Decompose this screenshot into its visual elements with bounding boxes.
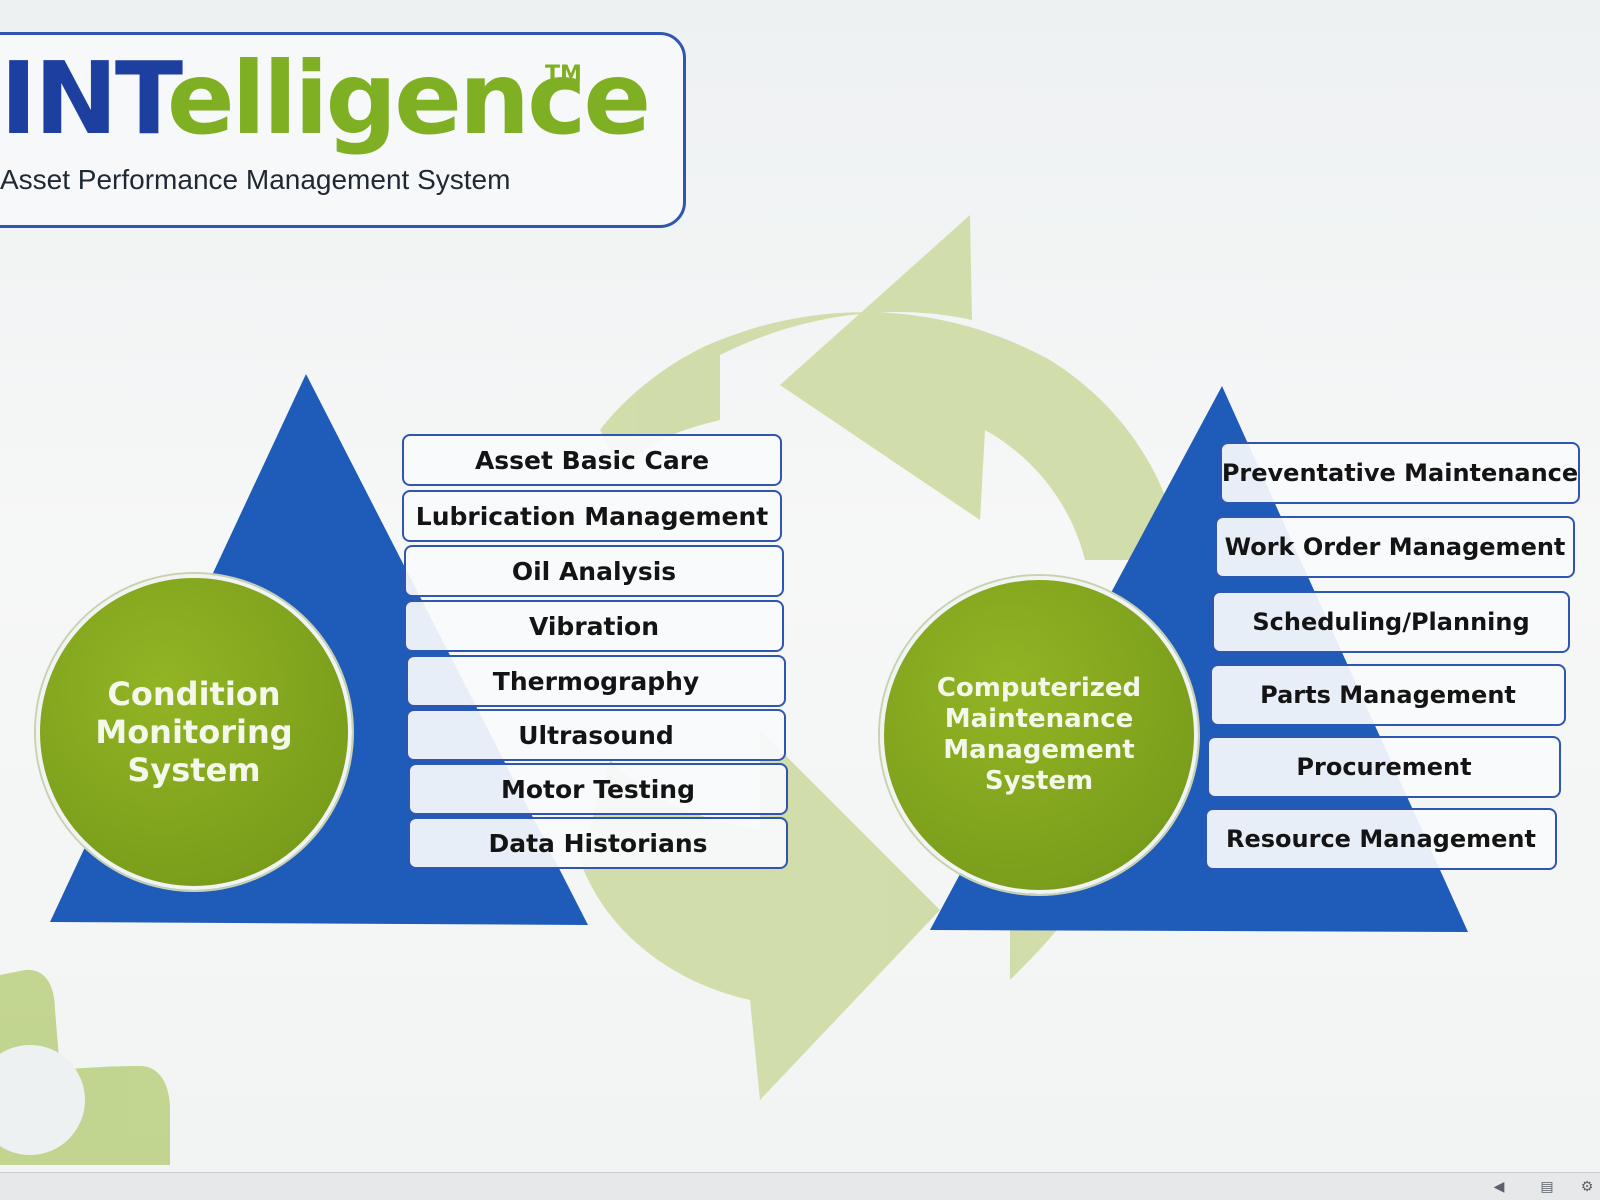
left-item: Vibration [404, 600, 784, 652]
brand-logo-part-elligence: elligence [166, 40, 651, 157]
brand-logo: INTelligence [0, 44, 651, 154]
cmms-circle: Computerized Maintenance Management Syst… [880, 576, 1198, 894]
left-item: Asset Basic Care [402, 434, 782, 486]
right-item: Procurement [1207, 736, 1561, 798]
condition-monitoring-title: Condition Monitoring System [95, 675, 293, 789]
left-item: Motor Testing [408, 763, 788, 815]
presentation-status-bar [0, 1172, 1600, 1200]
trademark-symbol: TM [545, 62, 582, 87]
left-item: Lubrication Management [402, 490, 782, 542]
previous-icon[interactable]: ◀ [1493, 1179, 1505, 1195]
right-item: Preventative Maintenance [1220, 442, 1580, 504]
settings-icon[interactable]: ⚙ [1580, 1179, 1594, 1195]
cmms-title: Computerized Maintenance Management Syst… [936, 673, 1142, 796]
logo-box [0, 32, 686, 228]
logo-subtitle: Asset Performance Management System [0, 164, 511, 195]
brand-logo-part-int: INT [0, 40, 170, 157]
left-item: Thermography [406, 655, 786, 707]
left-item: Ultrasound [406, 709, 786, 761]
condition-monitoring-circle: Condition Monitoring System [36, 574, 352, 890]
gear-shape-icon [0, 969, 170, 1165]
right-item: Scheduling/Planning [1212, 591, 1570, 653]
right-item: Work Order Management [1215, 516, 1575, 578]
notes-icon[interactable]: ▤ [1540, 1179, 1554, 1195]
left-item: Oil Analysis [404, 545, 784, 597]
right-item: Parts Management [1210, 664, 1566, 726]
left-item: Data Historians [408, 817, 788, 869]
right-item: Resource Management [1205, 808, 1557, 870]
